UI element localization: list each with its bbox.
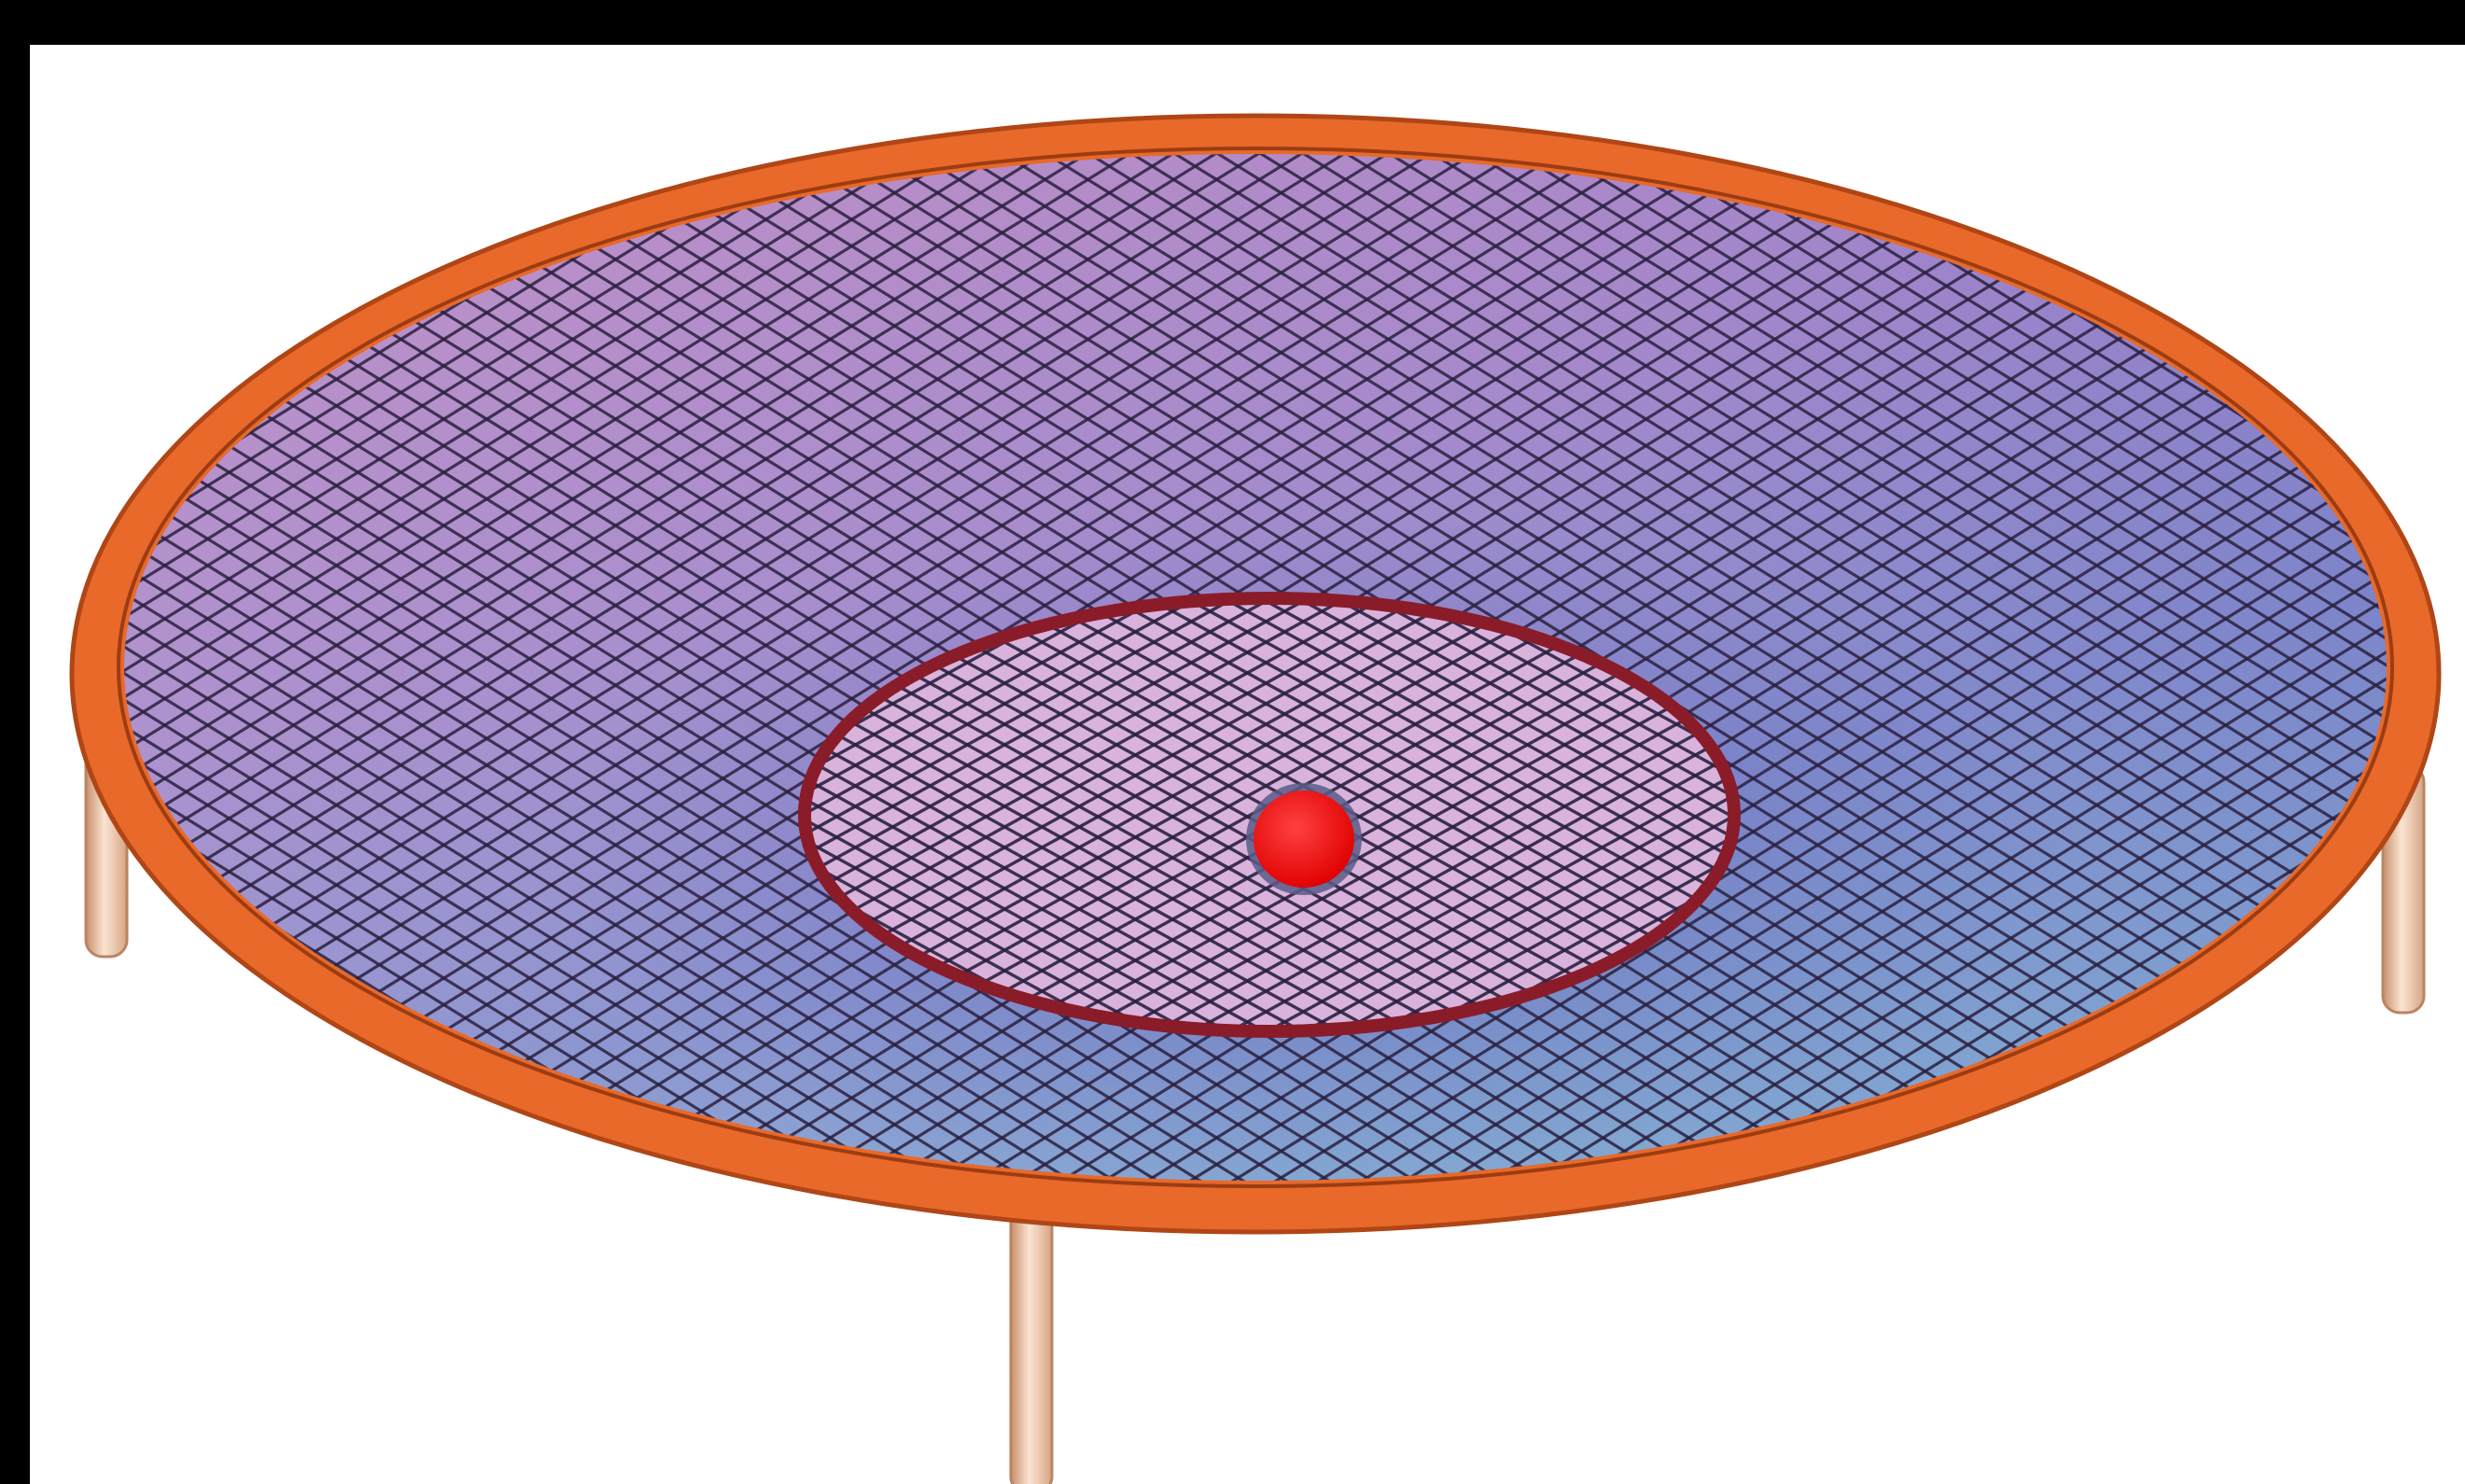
ball-icon — [1246, 783, 1362, 895]
